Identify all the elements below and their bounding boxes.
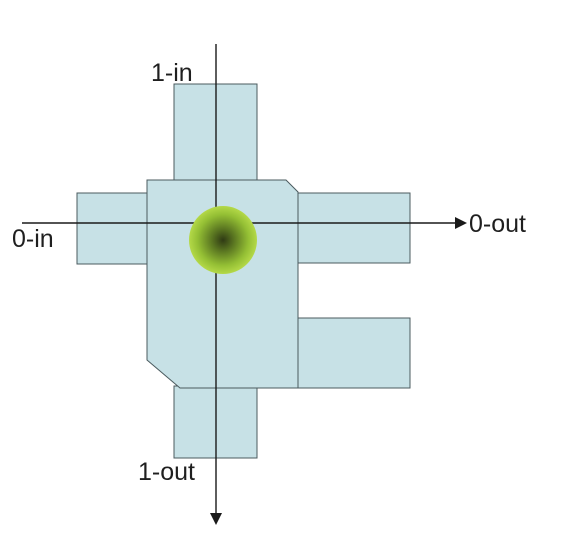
label-1-out: 1-out: [138, 458, 195, 486]
label-0-in: 0-in: [12, 225, 54, 253]
label-0-out: 0-out: [469, 210, 526, 238]
horizontal-axis-arrowhead: [455, 217, 467, 229]
right-upper-arm-block: [295, 192, 411, 264]
label-1-in: 1-in: [151, 59, 193, 87]
right-lower-arm-block: [295, 317, 411, 389]
central-body-block: [146, 179, 299, 389]
junction-marker: [189, 206, 257, 274]
left-arm-block: [76, 192, 149, 265]
vertical-axis-arrowhead: [210, 513, 222, 525]
